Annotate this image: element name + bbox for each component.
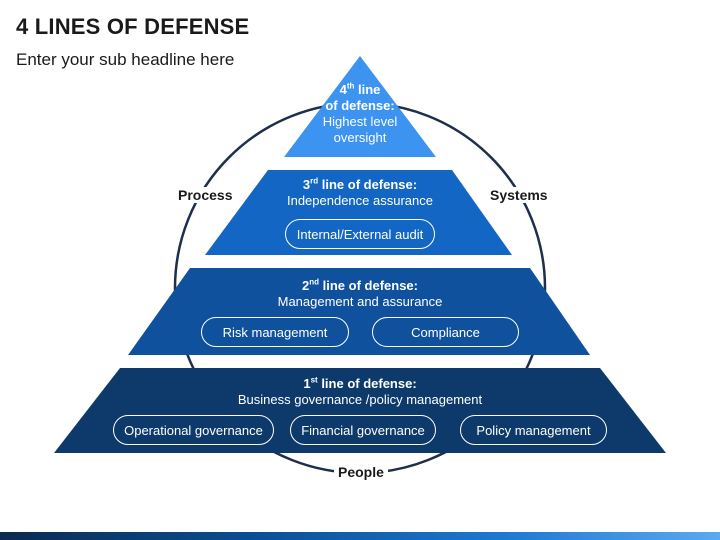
pill-financial-governance: Financial governance	[290, 415, 436, 445]
pill-internal-external-audit: Internal/External audit	[285, 219, 435, 249]
tier-4-heading: 4th line	[339, 81, 381, 97]
tier-2-text: 2nd line of defense: Management and assu…	[220, 278, 500, 310]
pill-operational-governance: Operational governance	[113, 415, 274, 445]
pill-compliance: Compliance	[372, 317, 519, 347]
tier-1-shape	[54, 368, 666, 453]
tier-4-shape	[284, 56, 436, 157]
tier-3-text: 3rd line of defense: Independence assura…	[230, 177, 490, 209]
tier-3-desc: Independence assurance	[286, 193, 433, 208]
tier-2-shape	[128, 268, 590, 355]
cycle-label-systems: Systems	[486, 187, 552, 203]
cycle-label-people: People	[334, 464, 388, 480]
tier-1-desc: Business governance /policy management	[237, 392, 483, 407]
tier-4-text: 4th line of defense: Highest level overs…	[300, 82, 420, 146]
tier-3-heading: 3rd line of defense:	[302, 176, 418, 192]
pill-risk-management: Risk management	[201, 317, 349, 347]
tier-3-shape	[205, 170, 512, 255]
tier-4-heading-line2: of defense:	[325, 98, 395, 113]
page-subtitle: Enter your sub headline here	[16, 50, 235, 69]
pill-policy-management: Policy management	[460, 415, 607, 445]
tier-4-desc-line2: oversight	[333, 130, 387, 145]
cycle-label-process: Process	[174, 187, 237, 203]
tier-1-heading: 1st line of defense:	[303, 375, 417, 391]
tier-1-text: 1st line of defense: Business governance…	[190, 376, 530, 408]
footer-accent-bar	[0, 532, 720, 540]
tier-4-desc-line1: Highest level	[322, 114, 398, 129]
tier-2-desc: Management and assurance	[277, 294, 443, 309]
tier-2-heading: 2nd line of defense:	[302, 277, 418, 293]
page-title: 4 LINES OF DEFENSE	[16, 14, 250, 39]
